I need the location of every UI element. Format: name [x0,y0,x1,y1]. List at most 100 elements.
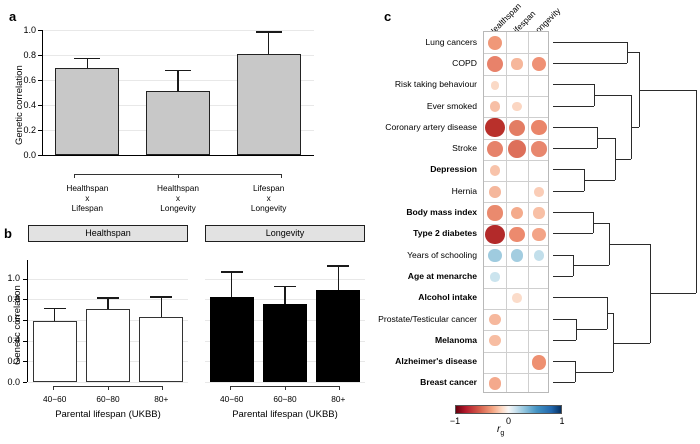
dendrogram-branch [553,84,594,86]
panel-b-y-tick [23,361,27,363]
dendrogram-branch [553,361,575,363]
panel-c-dot [490,272,500,282]
dendrogram-branch [553,148,597,150]
dendrogram-branch [553,126,597,128]
panel-c-dot [509,119,525,136]
panel-a-y-tick [38,130,42,131]
panel-b-y-tick [23,319,27,321]
panel-a-y-tick [38,30,42,31]
category-line-2: x [175,193,181,203]
dendrogram-branch [553,212,593,214]
panel-b-error-bar [284,285,286,305]
panel-a-error-cap [74,57,101,59]
panel-b-error-cap [274,285,296,288]
panel-c-row-label: Stroke [452,143,477,154]
panel-c-colorbar-title: rg [497,424,505,437]
panel-b-bar [209,297,254,382]
panel-c-dot [511,58,523,70]
panel-c-dot [487,141,503,158]
panel-c-row-label: Years of schooling [407,249,477,260]
panel-a-y-tick [38,80,42,81]
panel-c-row-label: Prostate/Testicular cancer [378,313,477,324]
panel-b-letter: b [4,226,12,241]
panel-c-row-label: Depression [430,164,477,175]
panel-c-grid-line [484,287,548,289]
category-line-3: Longevity [160,203,196,213]
dendrogram-branch [584,180,615,182]
panel-a-y-axis [42,30,44,155]
dendrogram-branch [553,254,573,256]
panel-c-colorbar-tick-label: 1 [559,416,565,426]
panel-a-letter: a [9,9,17,24]
panel-c-grid-line [484,138,548,140]
dendrogram-branch [627,52,639,54]
panel-a-error-cap [255,31,282,33]
panel-c-dot [531,56,547,72]
panel-a-y-tick [38,105,42,106]
panel-b-category-bracket [229,386,341,392]
panel-c-dot [485,118,505,138]
dendrogram-branch [631,94,632,159]
panel-a-error-bar [177,70,179,92]
panel-c-grid-line [484,330,548,332]
bracket-stub [74,174,75,178]
dendrogram-branch [553,105,594,107]
panel-c-dot [533,250,545,261]
panel-b-y-tick-label: 0.4 [7,335,20,346]
dendrogram-branch [597,126,598,149]
panel-c-row-label: Lung cancers [425,36,477,47]
panel-c-row-label: COPD [452,57,477,68]
panel-a-x-axis [42,155,314,157]
panel-c-grid-line [484,159,548,161]
dendrogram-branch [553,382,575,384]
panel-b-gridline [205,382,365,383]
panel-b-error-cap [150,296,173,298]
panel-c-dot [533,207,545,219]
panel-a-y-tick [38,155,42,156]
dendrogram-branch [576,329,607,331]
panel-c-dot [531,354,547,370]
bracket-stub [178,174,179,178]
panel-c-dot [485,224,505,245]
panel-c-row-label: Risk taking behaviour [394,79,477,90]
panel-b-y-tick [23,382,27,383]
panel-a-y-tick-label: 0.8 [23,49,36,60]
panel-c-dot [508,140,526,158]
dendrogram-branch [553,169,584,171]
panel-c-grid-line [484,351,548,353]
panel-a-y-tick-label: 1.0 [23,24,36,35]
panel-b-y-tick-label: 0.0 [7,376,20,387]
panel-c-dot [531,120,547,136]
panel-c-grid-line [528,32,529,393]
panel-b-category-label: 40−60 [220,394,244,404]
panel-b-y-tick-label: 1.0 [7,273,20,284]
panel-b-bar [86,308,130,382]
bracket-stub [229,386,231,390]
bracket-stub [284,386,286,390]
panel-b-error-bar [337,265,340,290]
panel-c-dot [488,377,502,390]
dendrogram-branch [553,41,627,43]
panel-a-y-tick-label: 0.0 [23,149,36,160]
panel-c-row-label: Ever smoked [426,100,477,111]
panel-c-row-label: Type 2 diabetes [413,228,477,239]
panel-c-dot [489,313,501,326]
panel-b-facet-title: Healthspan [28,225,188,242]
panel-b-error-cap [97,297,119,299]
panel-b-bar [32,321,77,382]
panel-b-error-cap [43,307,66,309]
dendrogram-branch [553,190,584,192]
panel-b-gridline [205,278,365,280]
category-line-3: Lifespan [71,203,104,213]
dendrogram-branch [696,89,697,294]
panel-c-colorbar-tick-label: −1 [449,416,461,426]
category-line-3: Longevity [250,203,287,213]
panel-c-dot [488,249,502,263]
category-line-2: x [85,193,90,203]
panel-c-dot [532,227,546,241]
dendrogram-branch [627,41,628,63]
panel-b-y-tick [23,278,27,280]
dendrogram-branch [553,339,576,341]
panel-a-error-bar [86,57,89,68]
panel-c-dot [510,206,524,220]
